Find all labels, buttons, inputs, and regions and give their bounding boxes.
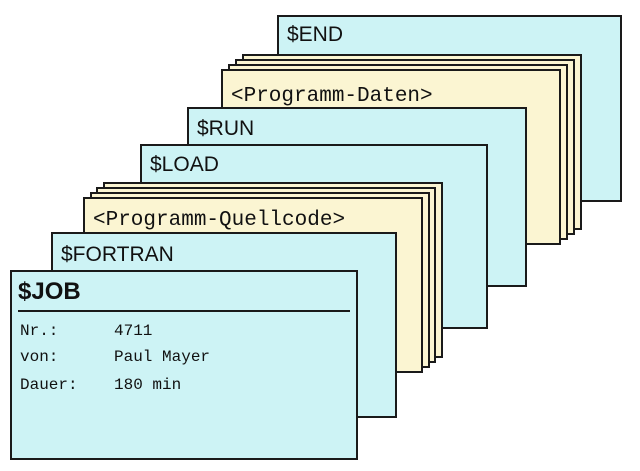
programm-quellcode-label: <Programm-Quellcode>: [93, 209, 346, 232]
end-card-label: $END: [287, 23, 344, 46]
load-card-label: $LOAD: [150, 153, 219, 176]
job-card: $JOB Nr.: 4711 von: Paul Mayer Dauer: 180 m…: [10, 270, 358, 460]
job-card-title: $JOB: [18, 278, 81, 305]
job-field-von: von: Paul Mayer: [20, 348, 210, 366]
job-field-dauer-value: 180 min: [114, 376, 182, 394]
job-field-nr-key: Nr.:: [20, 322, 59, 340]
programm-daten-label: <Programm-Daten>: [231, 85, 433, 108]
job-field-nr: Nr.: 4711: [20, 322, 152, 340]
job-field-nr-value: 4711: [114, 322, 153, 340]
job-card-divider: [18, 310, 350, 312]
job-field-von-value: Paul Mayer: [114, 348, 211, 366]
run-card-label: $RUN: [197, 117, 255, 140]
job-field-dauer-key: Dauer:: [20, 376, 78, 394]
fortran-card-label: $FORTRAN: [61, 243, 174, 266]
job-field-von-key: von:: [20, 348, 59, 366]
job-field-dauer: Dauer: 180 min: [20, 376, 181, 394]
